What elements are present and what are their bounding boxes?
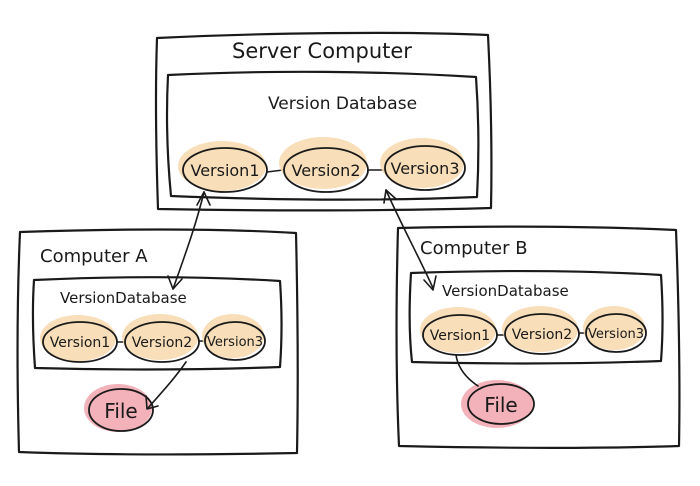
computer-b-file-label: File (484, 393, 517, 417)
computer-b-version-3-label: Version3 (588, 327, 644, 342)
server-computer-box (154, 31, 493, 212)
sync-arrow-server-b-head-top (383, 189, 397, 204)
computer-b-version-1: Version1 (420, 307, 498, 356)
computer-a-box (16, 228, 299, 456)
computer-b-title: Computer B (420, 238, 528, 259)
computer-a-version-3-label: Version3 (207, 335, 263, 350)
sync-arrow-server-a-head-bottom (167, 275, 183, 290)
computer-a-version-1-label: Version1 (50, 335, 110, 351)
computer-b-checkout-line (455, 354, 479, 387)
computer-a-database-label: VersionDatabase (60, 289, 187, 307)
computer-b-version-1-label: Version1 (430, 328, 490, 344)
computer-a-title: Computer A (40, 246, 148, 267)
server-database-label: Version Database (268, 94, 417, 114)
computer-a-checkout-arrow (147, 361, 187, 409)
computer-a-database-box (31, 276, 283, 371)
computer-a-version-3: Version3 (202, 314, 266, 361)
sync-arrow-server-a-head-top (196, 191, 211, 206)
computer-a-checkout-arrowhead (145, 395, 159, 410)
server-version-3: Version3 (380, 138, 466, 191)
computer-a-version-1: Version1 (40, 315, 118, 363)
server-version-2: Version2 (279, 137, 369, 193)
computer-b-database-label: VersionDatabase (442, 282, 569, 300)
computer-b-database-box (408, 269, 664, 365)
server-link-1-2 (266, 169, 284, 173)
server-version-2-label: Version2 (291, 161, 360, 180)
computer-a-file-label: File (104, 399, 137, 423)
computer-b-version-2-label: Version2 (512, 327, 572, 343)
computer-a-version-2-label: Version2 (132, 335, 192, 351)
sync-arrow-server-b (383, 189, 437, 291)
server-computer-title: Server Computer (232, 39, 412, 63)
computer-b: Computer B VersionDatabase Version1 Vers… (395, 225, 681, 449)
computer-a: Computer A VersionDatabase Version1 Vers… (16, 228, 299, 456)
server-version-1: Version1 (178, 141, 268, 193)
computer-a-file: File (84, 384, 154, 432)
computer-b-box (395, 225, 681, 449)
computer-b-version-2: Version2 (502, 306, 580, 355)
sync-arrow-server-b-head-bottom (423, 275, 437, 291)
server-version-1-label: Version1 (190, 161, 259, 180)
computer-b-file: File (461, 380, 535, 428)
computer-a-version-2: Version2 (122, 314, 200, 363)
server-computer: Server Computer Version Database Version… (154, 31, 493, 212)
server-database-box (165, 70, 480, 201)
computer-b-version-3: Version3 (583, 306, 647, 353)
server-version-3-label: Version3 (390, 159, 459, 178)
sync-arrow-server-a (167, 191, 211, 290)
